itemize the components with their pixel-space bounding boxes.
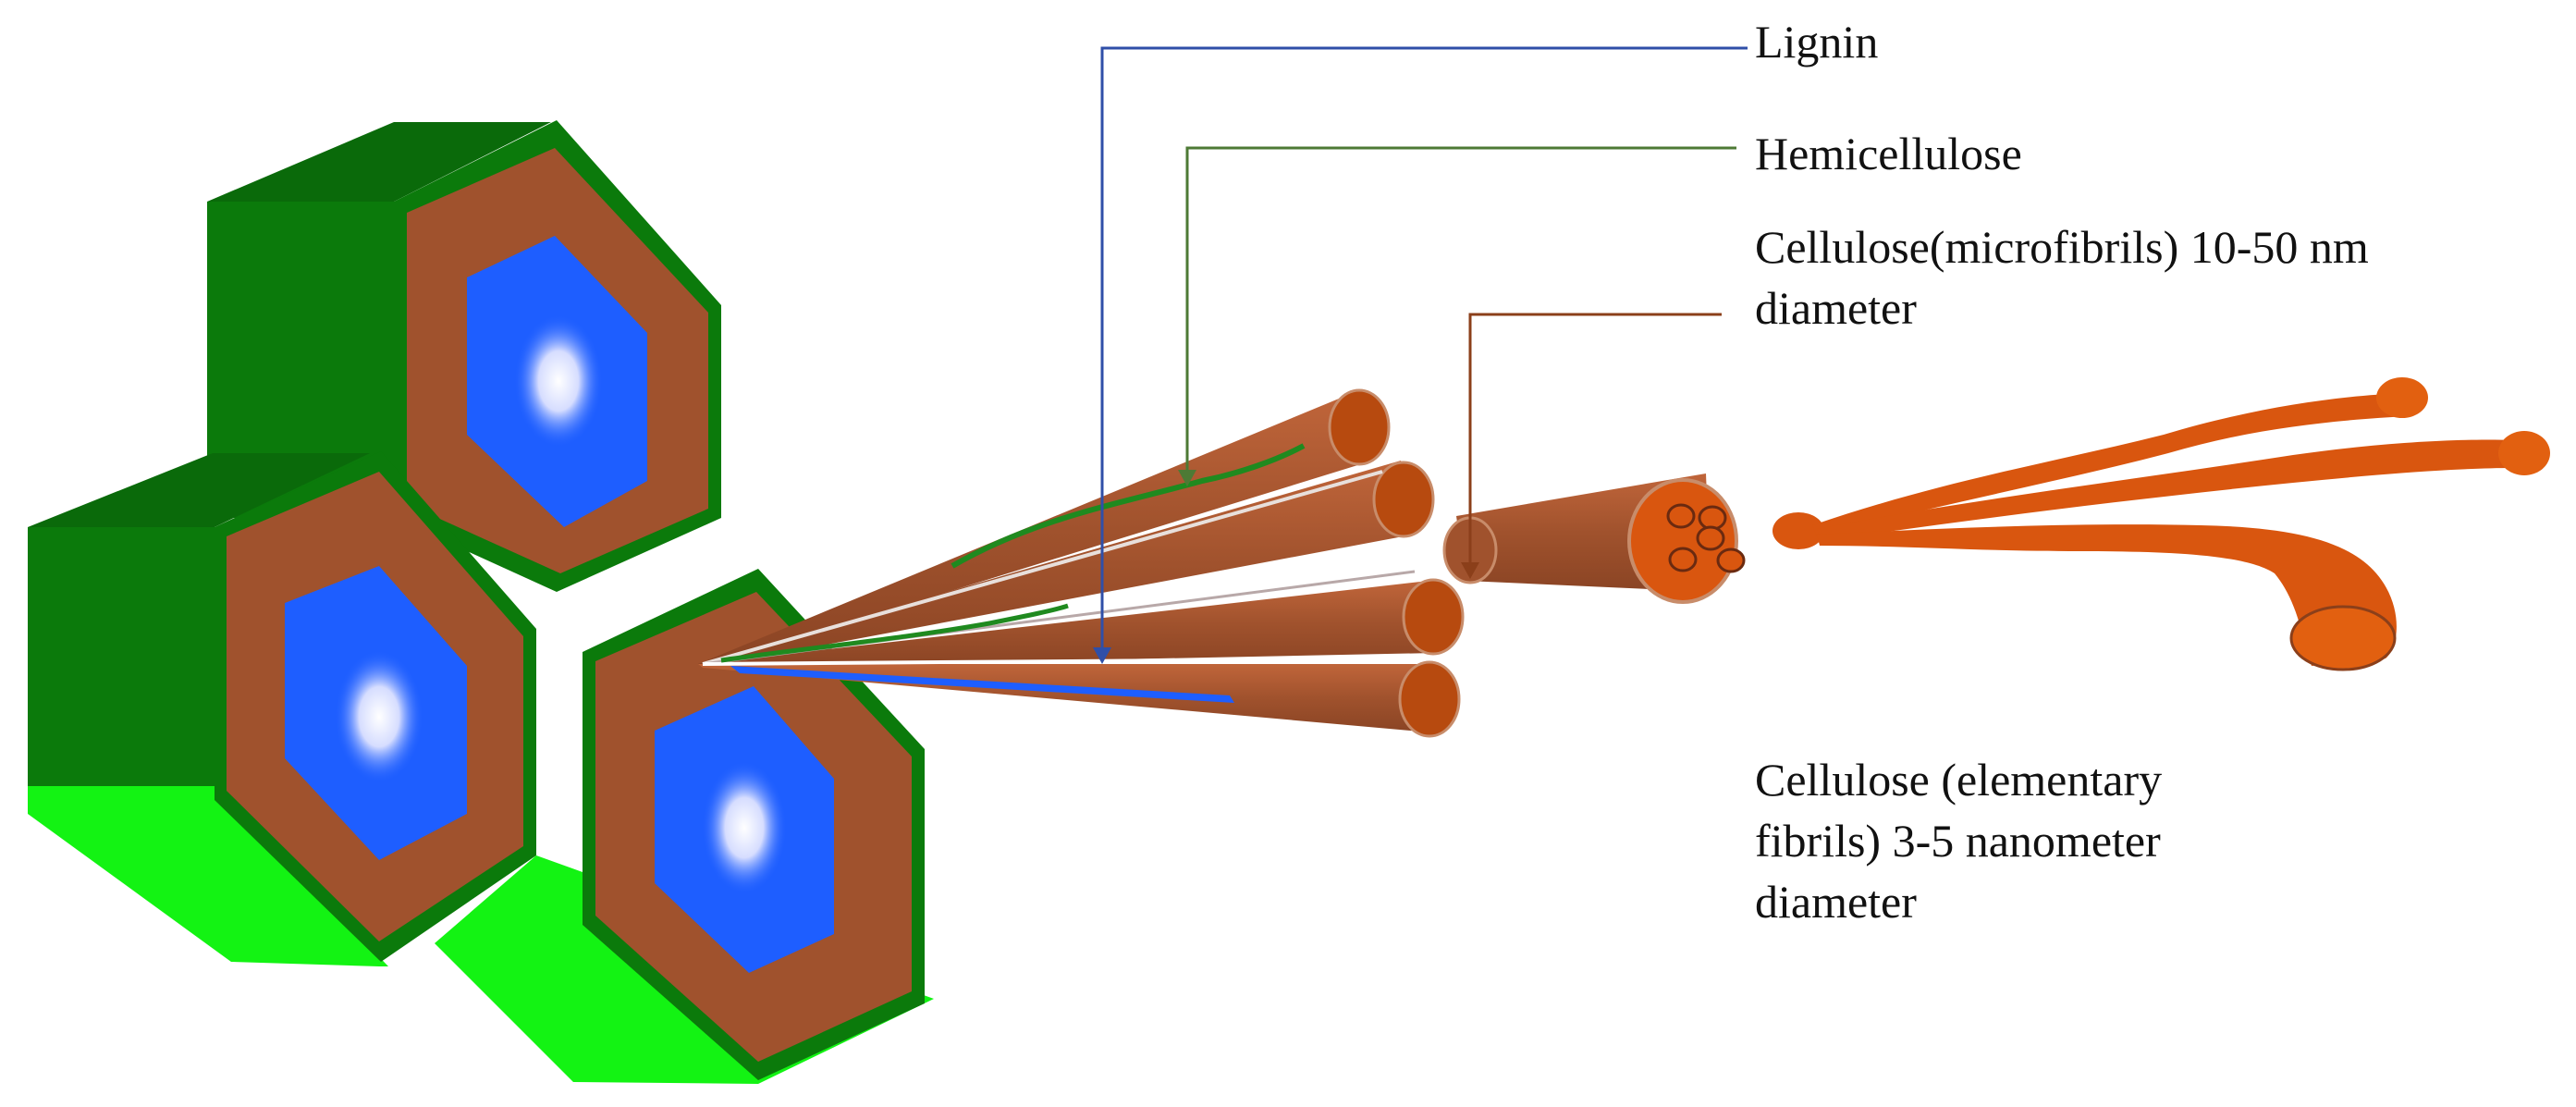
cell-left-front-face <box>28 527 215 786</box>
rod-3-end <box>1402 578 1465 656</box>
lignin-label-text: Lignin <box>1755 16 1879 68</box>
fibril-2-end <box>2498 431 2550 475</box>
rod-separator-3 <box>702 657 1429 666</box>
leader-lines <box>1093 46 1748 664</box>
lignin-leader-line <box>1100 46 1748 660</box>
rod-1-end <box>1328 388 1391 466</box>
elementary-fibril-3 <box>1817 524 2397 666</box>
cell-top-lumen-glow <box>514 314 603 448</box>
macrofibril-rod-3 <box>698 581 1435 668</box>
cell-right-lumen-glow <box>702 761 787 894</box>
rod-2-end <box>1372 461 1435 538</box>
hemicellulose-label: Hemicellulose <box>1755 123 2022 184</box>
microfibril-leader-line <box>1468 313 1722 573</box>
macrofibril-bundle <box>698 388 1465 738</box>
cell-left-side <box>28 453 370 527</box>
lignin-arrowhead <box>1093 647 1111 664</box>
hemicellulose-strand-1 <box>951 443 1306 569</box>
microfibril <box>1442 474 1746 604</box>
fibril-root <box>1773 512 1824 549</box>
elementary-fibril-1 <box>1812 393 2409 536</box>
cell-top-side <box>207 122 551 202</box>
elementary-fibrils <box>1773 377 2550 671</box>
hemicellulose-strand-2 <box>720 603 1069 663</box>
rod-separator-1 <box>702 470 1383 666</box>
cell-right <box>435 569 934 1084</box>
microfibril-arrowhead <box>1461 562 1479 579</box>
elementary-fibril-dot-4 <box>1668 547 1698 572</box>
hemicellulose-label-text: Hemicellulose <box>1755 128 2022 179</box>
elementary-fibril-dot-5 <box>1716 547 1746 573</box>
elementary-fibril-label: Cellulose (elementary fibrils) 3-5 nanom… <box>1755 749 2162 932</box>
fibril-3-end <box>2289 605 2397 671</box>
lignin-streak <box>730 666 1234 703</box>
cell-left <box>28 451 536 966</box>
microfibril-label-line-1: Cellulose(microfibrils) 10-50 nm <box>1755 221 2369 273</box>
cell-left-bottom-face <box>28 786 388 966</box>
fibril-1-end <box>2376 377 2428 418</box>
elementary-fibril-dot-1 <box>1666 503 1696 529</box>
cell-left-lumen-glow <box>335 650 423 783</box>
elementary-fibril-label-line-1: Cellulose (elementary <box>1755 754 2163 806</box>
elementary-fibril-2 <box>1817 439 2515 541</box>
elementary-fibril-dot-3 <box>1696 525 1725 551</box>
elementary-fibril-label-line-3: diameter <box>1755 876 1917 928</box>
hemicellulose-arrowhead <box>1178 470 1196 486</box>
elementary-fibril-label-line-2: fibrils) 3-5 nanometer <box>1755 815 2161 867</box>
microfibril-label-line-2: diameter <box>1755 282 1917 334</box>
microfibril-label: Cellulose(microfibrils) 10-50 nm diamete… <box>1755 216 2369 338</box>
elementary-fibril-dot-2 <box>1698 505 1727 531</box>
cell-top-left-face <box>207 202 394 518</box>
lignin-label: Lignin <box>1755 11 1878 72</box>
rod-4-end <box>1398 660 1461 738</box>
hemicellulose-leader-line <box>1185 146 1736 481</box>
cell-top <box>207 120 721 592</box>
